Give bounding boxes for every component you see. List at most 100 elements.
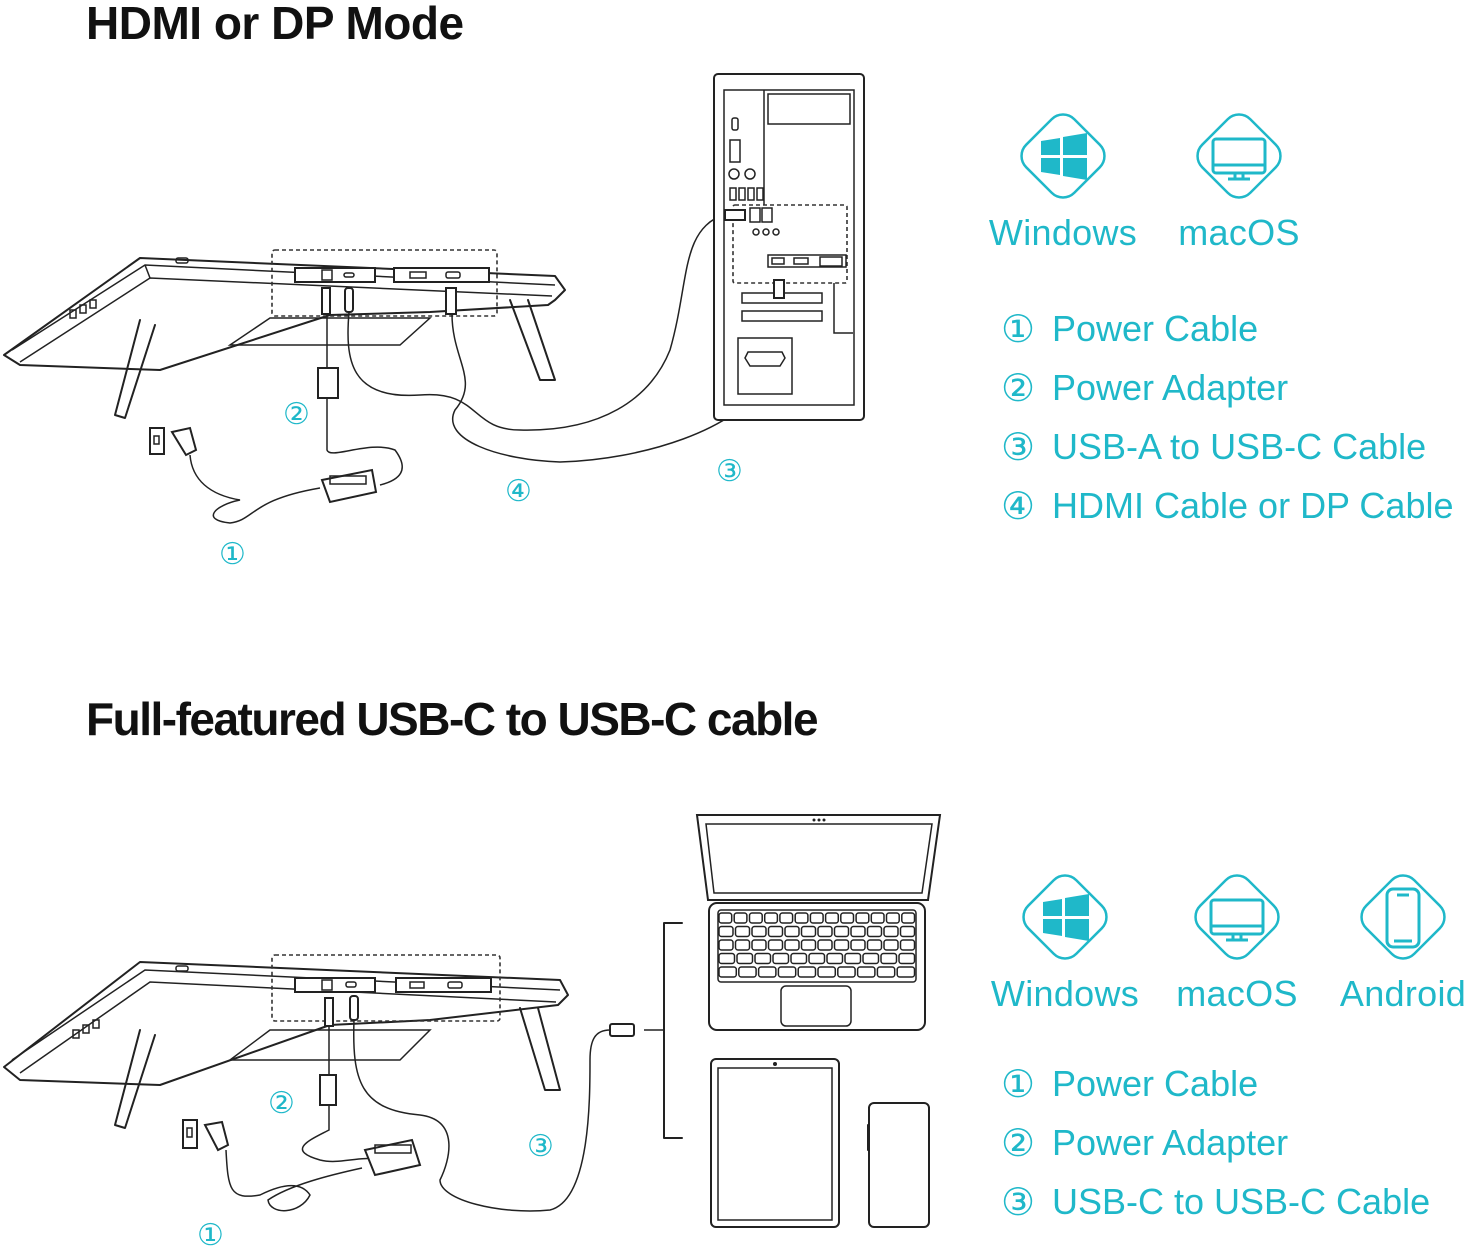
os-label: macOS (1176, 973, 1298, 1014)
keyboard-key (837, 966, 856, 978)
keyboard-key (784, 939, 800, 951)
keyboard-key (733, 912, 748, 924)
keyboard-key (826, 952, 844, 965)
keyboard-key (734, 939, 751, 951)
keyboard-key (899, 925, 916, 938)
os-windows: Windows (975, 97, 1151, 253)
keyboard-key (824, 912, 840, 924)
keyboard-key (738, 966, 757, 978)
pen-display-tablet (3, 954, 569, 1129)
keyboard-key (790, 952, 808, 965)
section-title: Full-featured USB-C to USB-C cable (86, 693, 819, 745)
keyboard-key (866, 939, 883, 951)
keyboard-key (718, 912, 733, 924)
keyboard-key (718, 952, 736, 965)
keyboard-key (870, 912, 885, 924)
os-android: Android (1323, 858, 1474, 1014)
keyboard-key (896, 966, 916, 978)
callout-1: ① (219, 537, 246, 572)
laptop (695, 814, 942, 1031)
keyboard-key (718, 966, 738, 978)
section-title: HDMI or DP Mode (86, 0, 464, 49)
callout-2: ② (268, 1086, 295, 1121)
keyboard-key (736, 952, 754, 965)
keyboard-key (718, 925, 734, 938)
keyboard-key (840, 912, 855, 924)
keyboard-key (757, 966, 777, 978)
callout-3: ③ (716, 454, 743, 489)
keyboard-key (856, 966, 876, 978)
keyboard-key (767, 939, 784, 951)
section-usb-c-mode: Full-featured USB-C to USB-C cable (0, 680, 1474, 1254)
power-plug (203, 1120, 230, 1152)
callout-1: ① (197, 1218, 224, 1253)
hdmi-connection-diagram (3, 73, 865, 524)
pen-display-tablet (3, 249, 566, 419)
inline-connector (317, 367, 339, 399)
keyboard-key (817, 966, 837, 978)
tablet (710, 1058, 840, 1228)
smartphone (867, 1102, 930, 1228)
keyboard-key (850, 925, 866, 938)
keyboard-key (817, 925, 833, 938)
keyboard-key (748, 912, 763, 924)
monitor-icon (1180, 97, 1298, 215)
keyboard-key (751, 939, 767, 951)
compatible-os-list: Windows macOS (975, 97, 1327, 253)
keyboard-key (800, 939, 817, 951)
keyboard-key (754, 952, 772, 965)
power-plug (170, 426, 198, 457)
os-label: macOS (1178, 212, 1300, 253)
keyboard-key (779, 912, 794, 924)
keyboard-key (767, 925, 784, 938)
keyboard-key (844, 952, 862, 965)
usb-c-connection-diagram (3, 814, 942, 1228)
windows-icon (1006, 858, 1124, 976)
keyboard-key (784, 925, 800, 938)
power-adapter (320, 468, 378, 504)
keyboard-key (763, 912, 779, 924)
keyboard-key (817, 939, 833, 951)
keyboard-key (833, 925, 850, 938)
os-label: Android (1339, 973, 1467, 1014)
usb-c-plug (609, 1023, 635, 1037)
callout-2: ② (283, 397, 310, 432)
os-macos: macOS (1151, 97, 1327, 253)
os-macos: macOS (1151, 858, 1323, 1014)
power-adapter (363, 1138, 422, 1177)
keyboard-key (772, 952, 790, 965)
keyboard-key (797, 966, 817, 978)
os-label: Windows (988, 212, 1138, 253)
section-hdmi-dp-mode: HDMI or DP Mode (3, 0, 1454, 572)
keyboard-key (808, 952, 826, 965)
callout-4: ④ (505, 474, 532, 509)
keyboard-key (876, 966, 896, 978)
keyboard-key (777, 966, 797, 978)
keyboard-key (898, 952, 916, 965)
keyboard-key (883, 925, 899, 938)
keyboard-key (794, 912, 809, 924)
keyboard-key (833, 939, 850, 951)
desktop-pc-tower (713, 73, 865, 421)
wall-socket (182, 1119, 198, 1149)
keyboard (718, 912, 916, 978)
windows-icon (1004, 97, 1122, 215)
monitor-icon (1178, 858, 1296, 976)
keyboard-key (862, 952, 880, 965)
os-windows: Windows (979, 858, 1151, 1014)
keyboard-key (885, 912, 900, 924)
keyboard-key (718, 939, 734, 951)
keyboard-key (809, 912, 824, 924)
keyboard-key (866, 925, 883, 938)
keyboard-key (850, 939, 866, 951)
os-label: Windows (990, 973, 1140, 1014)
keyboard-key (855, 912, 870, 924)
